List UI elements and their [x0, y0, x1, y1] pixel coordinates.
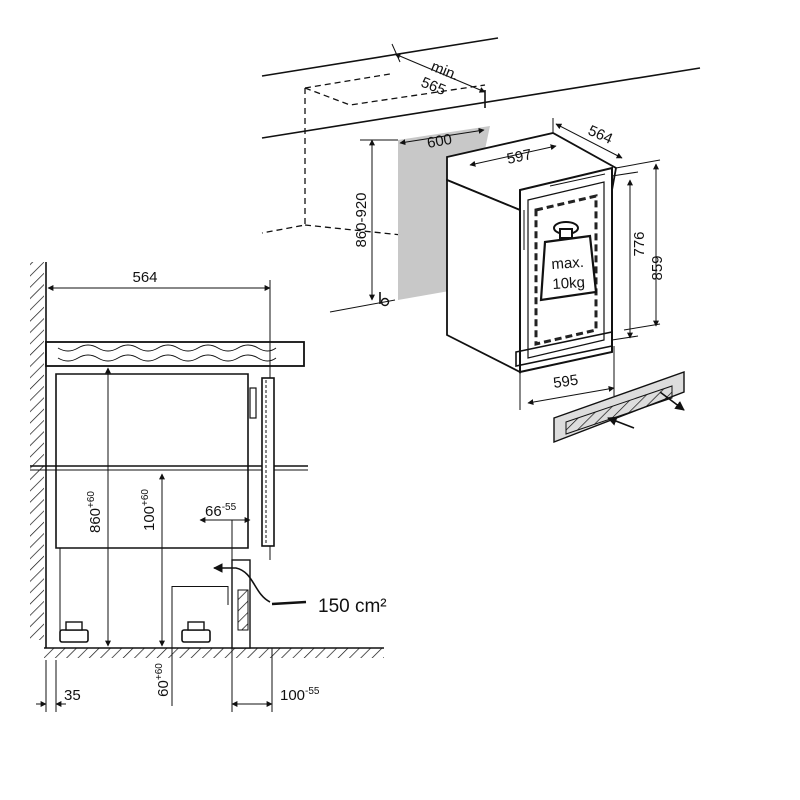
section-plinth-height-value: 100 — [141, 506, 158, 531]
section-door-offset-tol: -55 — [222, 502, 237, 513]
section-niche-height-value: 860 — [87, 508, 104, 533]
appliance-width-dimension: 597 — [469, 144, 557, 168]
section-foot-height-value: 60 — [155, 680, 172, 697]
section-door-offset-dimension: 66-55 — [199, 502, 251, 560]
section-wall-gap-label: 35 — [64, 687, 81, 704]
section-plinth-depth-label: 100-55 — [280, 686, 320, 704]
countertop — [45, 341, 305, 367]
section-door-offset-value: 66 — [205, 503, 222, 520]
section-plinth-height-tol: +60 — [140, 489, 151, 506]
section-foot-height-label: 60+60 — [154, 663, 172, 697]
countertop-lines — [261, 37, 701, 139]
section-foot-height-dimension: 60+60 — [154, 648, 173, 706]
load-label-line2: 10kg — [552, 274, 586, 293]
vent-area-label: 150 cm² — [318, 596, 387, 617]
section-plinth-depth-value: 100 — [280, 687, 305, 704]
section-niche-height-tol: +60 — [86, 491, 97, 508]
appliance-depth-label: 564 — [585, 122, 615, 148]
floor — [44, 647, 384, 658]
appliance-height-dimension: 859 — [615, 159, 666, 331]
section-niche-height-label: 860+60 — [86, 491, 104, 533]
niche-width-label: 600 — [426, 131, 454, 152]
plinth-width-label: 595 — [552, 372, 579, 392]
section-niche-height-dimension: 860+60 — [86, 367, 111, 647]
wall — [30, 262, 47, 648]
niche-foot — [379, 292, 390, 307]
plinth-width-dimension: 595 — [519, 346, 615, 410]
section-plinth-height-label: 100+60 — [140, 489, 158, 531]
appliance-width-label: 597 — [505, 146, 533, 168]
section-foot-height-tol: +60 — [154, 663, 165, 680]
niche-height-label: 860-920 — [353, 192, 370, 247]
airflow-arrow: 150 cm² — [171, 563, 387, 648]
section-appliance — [30, 373, 308, 649]
door-height-dimension: 776 — [611, 171, 648, 341]
niche-height-dimension: 860-920 — [329, 139, 398, 313]
perspective-view: 860-920 min. 565 600 — [261, 37, 701, 444]
appliance-height-label: 859 — [649, 255, 666, 280]
section-view: 564 860+60 — [30, 262, 387, 712]
section-plinth-height-dimension: 100+60 — [140, 473, 165, 647]
section-wall-gap-dimension: 35 — [36, 660, 81, 712]
weight-icon: max. 10kg — [539, 221, 598, 302]
section-depth-dimension: 564 — [47, 269, 271, 560]
section-depth-label: 564 — [132, 269, 157, 286]
load-label-line1: max. — [551, 254, 585, 273]
door-height-label: 776 — [631, 231, 648, 256]
section-door-offset-label: 66-55 — [205, 502, 237, 520]
niche-depth-dimension: min. 565 — [391, 43, 486, 99]
section-plinth-depth-dimension: 100-55 — [231, 648, 320, 712]
niche-width-dimension: 600 — [399, 127, 485, 152]
feet — [59, 621, 211, 643]
section-plinth-depth-tol: -55 — [305, 686, 320, 697]
ventilation-grille — [553, 371, 685, 444]
